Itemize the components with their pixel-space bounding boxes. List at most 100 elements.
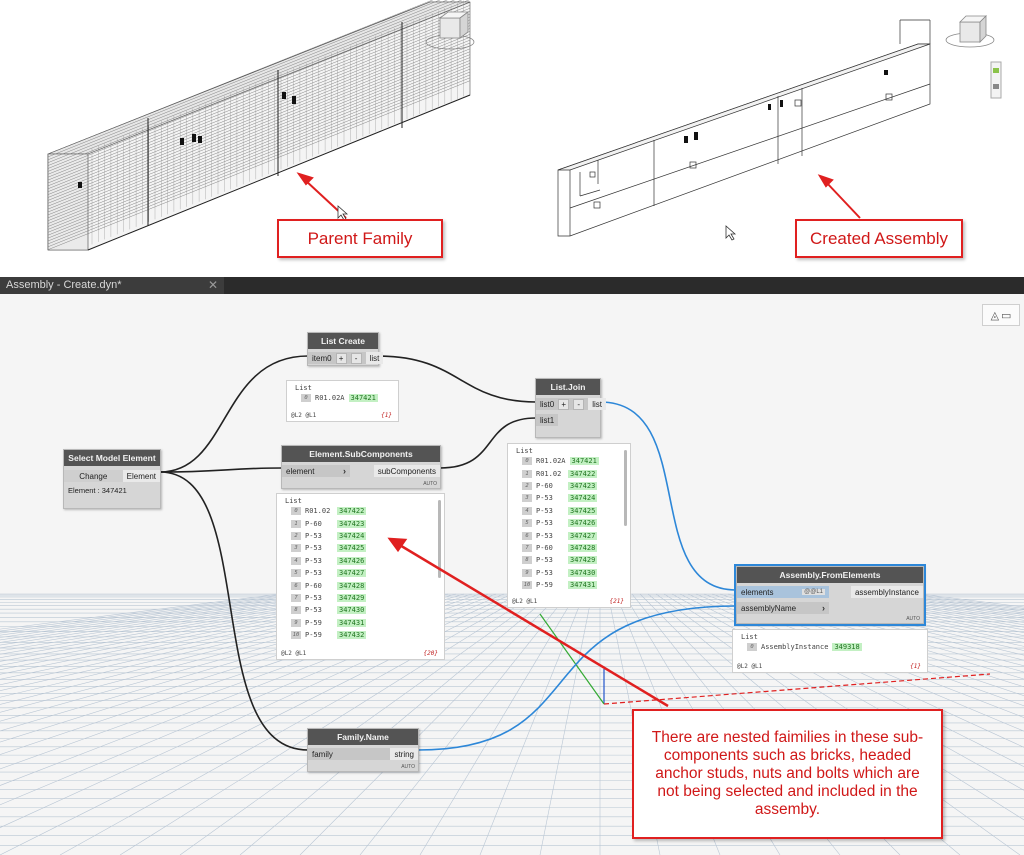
- brick-course-line: [47, 63, 471, 233]
- remove-input-button[interactable]: -: [350, 352, 362, 364]
- element-id[interactable]: 347432: [337, 631, 367, 640]
- element-id[interactable]: 347429: [337, 593, 367, 602]
- list-index: 5: [522, 519, 532, 528]
- change-button[interactable]: Change: [64, 470, 123, 482]
- navigation-bar: [990, 61, 1002, 99]
- element-id[interactable]: 347427: [337, 569, 367, 578]
- level-badge[interactable]: @@L1: [802, 589, 825, 595]
- brick-course-line: [47, 0, 434, 155]
- dynamo-canvas[interactable]: ◬ ▭ Select Model Element Change Element …: [0, 294, 1024, 855]
- element-id[interactable]: 347423: [568, 481, 598, 490]
- lacing-indicator[interactable]: AUTO: [423, 481, 437, 487]
- output-port-element[interactable]: Element: [122, 470, 160, 482]
- brick-hatch-pattern: [47, 0, 471, 250]
- brick-course-line: [47, 10, 471, 181]
- element-name: P-53: [536, 556, 553, 565]
- revit-3d-views: Parent Family Created Assembly: [0, 0, 1024, 277]
- element-id[interactable]: 347421: [569, 457, 599, 466]
- brick-course-line: [47, 51, 471, 221]
- lacing-indicator[interactable]: AUTO: [906, 616, 920, 622]
- element-id[interactable]: 347422: [568, 469, 598, 478]
- output-port-assemblyinstance[interactable]: assemblyInstance: [850, 586, 923, 598]
- element-name: P-53: [305, 593, 322, 602]
- element-id[interactable]: 347426: [568, 519, 598, 528]
- brick-course-line: [47, 77, 471, 248]
- add-input-button[interactable]: +: [335, 352, 347, 364]
- element-id[interactable]: 347430: [568, 568, 598, 577]
- element-id[interactable]: 347429: [568, 556, 598, 565]
- input-port-item0[interactable]: item0 + -: [308, 352, 366, 364]
- input-port-assemblyname[interactable]: assemblyName ›: [737, 602, 829, 614]
- element-id[interactable]: 347424: [568, 494, 598, 503]
- brick-course-line: [47, 0, 455, 163]
- lacing-indicator[interactable]: AUTO: [401, 764, 415, 770]
- element-id[interactable]: 347425: [568, 506, 598, 515]
- element-id[interactable]: 347422: [337, 507, 367, 516]
- input-port-elements[interactable]: elements @@L1: [737, 586, 829, 598]
- node-list-create[interactable]: List Create item0 + - list: [307, 332, 384, 366]
- element-id[interactable]: 347431: [337, 618, 367, 627]
- output-port-string[interactable]: string: [390, 748, 418, 760]
- element-id[interactable]: 347425: [337, 544, 367, 553]
- file-tab-title: Assembly - Create.dyn*: [6, 279, 122, 291]
- 3d-view-icon[interactable]: ◬: [990, 309, 1000, 322]
- list-index: 3: [291, 544, 301, 553]
- element-id[interactable]: 347424: [337, 531, 367, 540]
- element-id[interactable]: 347428: [337, 581, 367, 590]
- list-index: 0: [301, 394, 311, 403]
- output-port-list[interactable]: list: [365, 352, 384, 364]
- list-index: 0: [522, 457, 532, 466]
- element-name: P-60: [536, 481, 553, 490]
- node-select-model-element[interactable]: Select Model Element Change Element Elem…: [63, 449, 161, 509]
- remove-input-button[interactable]: -: [573, 398, 585, 410]
- element-name: R01.02: [305, 507, 331, 516]
- element-id[interactable]: 347428: [568, 543, 598, 552]
- created-assembly-model: [557, 19, 931, 237]
- node-list-join[interactable]: List.Join list0 + - list list1: [535, 378, 607, 438]
- port-label: assemblyName: [741, 603, 797, 613]
- input-port-list1[interactable]: list1: [536, 414, 559, 426]
- list-index: 8: [291, 606, 301, 615]
- input-port-family[interactable]: family: [308, 748, 391, 760]
- element-id[interactable]: 347421: [348, 394, 378, 403]
- output-port-subcomponents[interactable]: subComponents: [373, 465, 440, 477]
- view-toggle[interactable]: ◬ ▭: [982, 304, 1020, 326]
- preview-footer: @L2 @L1 {21}: [512, 598, 624, 605]
- element-id[interactable]: 347431: [568, 581, 598, 590]
- output-port-list[interactable]: list: [588, 398, 607, 410]
- node-assembly-fromelements[interactable]: Assembly.FromElements elements @@L1 asse…: [734, 564, 926, 626]
- node-family-name[interactable]: Family.Name family string AUTO: [307, 728, 419, 772]
- revit-model-drawings: [47, 0, 1002, 251]
- preview-title: List: [516, 447, 533, 455]
- element-id[interactable]: 347423: [337, 519, 367, 528]
- node-title: Select Model Element: [64, 450, 160, 466]
- node-element-subcomponents[interactable]: Element.SubComponents element › subCompo…: [281, 445, 441, 489]
- node-title: Assembly.FromElements: [737, 567, 923, 583]
- element-id[interactable]: 347427: [568, 531, 598, 540]
- element-id[interactable]: 349318: [832, 643, 862, 652]
- add-input-button[interactable]: +: [558, 398, 570, 410]
- brick-course-line: [47, 0, 470, 169]
- input-port-list0[interactable]: list0 + -: [536, 398, 589, 410]
- element-id[interactable]: 347430: [337, 606, 367, 615]
- preview-scrollbar[interactable]: [438, 500, 441, 578]
- close-icon[interactable]: ✕: [207, 278, 218, 292]
- element-id[interactable]: 347426: [337, 556, 367, 565]
- list-index: 9: [522, 568, 532, 577]
- input-port-element[interactable]: element ›: [282, 465, 350, 477]
- item-count: {21}: [609, 598, 624, 605]
- list-index: 6: [522, 531, 532, 540]
- item-count: {20}: [423, 650, 438, 657]
- element-name: P-59: [536, 581, 553, 590]
- graph-view-icon[interactable]: ▭: [1001, 309, 1012, 322]
- preview-scrollbar[interactable]: [624, 450, 627, 526]
- file-tab[interactable]: Assembly - Create.dyn* ✕: [0, 277, 224, 294]
